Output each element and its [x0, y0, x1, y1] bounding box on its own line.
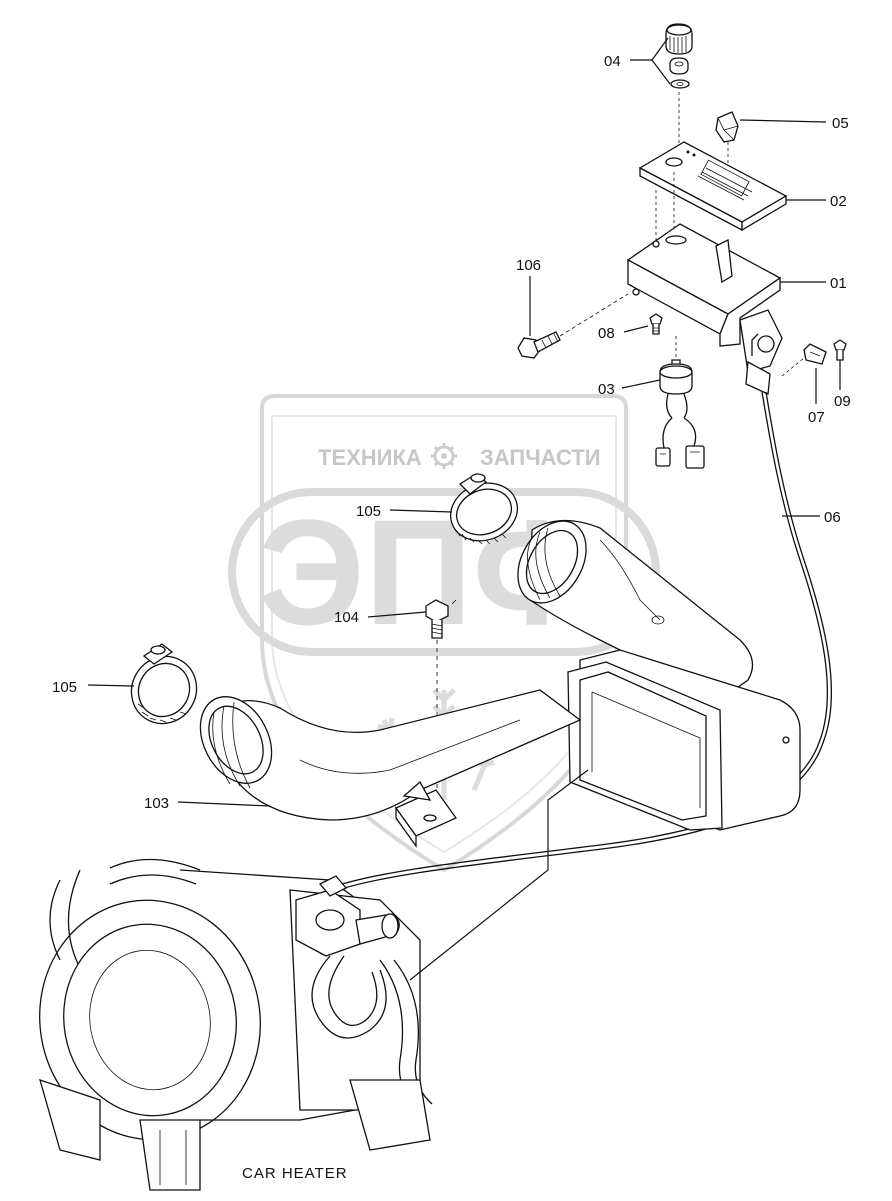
callout-106: 106	[516, 257, 541, 274]
part-04-knob-assembly	[651, 23, 693, 150]
part-05-lever-cap	[715, 111, 739, 170]
callout-105-upper: 105	[356, 503, 381, 520]
callout-104: 104	[334, 609, 359, 626]
duct-upper	[517, 519, 754, 701]
outlet-vent-box	[567, 649, 801, 831]
part-02-control-panel	[638, 141, 788, 240]
callout-02: 02	[830, 193, 847, 210]
gear-icon	[431, 443, 457, 469]
leader-heater-to-vent	[409, 769, 589, 981]
part-105-hose-clamp-upper	[449, 473, 519, 545]
part-104-bolt	[425, 599, 457, 810]
diagram-caption: CAR HEATER	[242, 1165, 348, 1182]
watermark-left-text: ТЕХНИКА	[318, 445, 422, 470]
part-03-switch	[655, 336, 705, 469]
part-01-bracket	[626, 223, 783, 395]
callout-labels: 04 05 02 01 106 08 03 07 09 06 105 104 1…	[52, 53, 851, 812]
callout-leaders	[87, 59, 841, 807]
part-09-screw	[833, 339, 847, 361]
callout-01: 01	[830, 275, 847, 292]
part-103-hose	[199, 689, 582, 849]
callout-03: 03	[598, 381, 615, 398]
callout-06: 06	[824, 509, 841, 526]
callout-09: 09	[834, 393, 851, 410]
callout-08: 08	[598, 325, 615, 342]
callout-07: 07	[808, 409, 825, 426]
part-07-clamp	[781, 343, 827, 377]
callout-105-left: 105	[52, 679, 77, 696]
part-08-screw	[649, 313, 663, 335]
callout-05: 05	[832, 115, 849, 132]
callout-04: 04	[604, 53, 621, 70]
part-105-hose-clamp-left	[130, 643, 198, 725]
part-106-bolt	[517, 293, 629, 359]
callout-103: 103	[144, 795, 169, 812]
car-heater-unit	[39, 858, 433, 1191]
part-06-control-cable	[329, 391, 833, 893]
watermark-right-text: ЗАПЧАСТИ	[480, 445, 601, 470]
